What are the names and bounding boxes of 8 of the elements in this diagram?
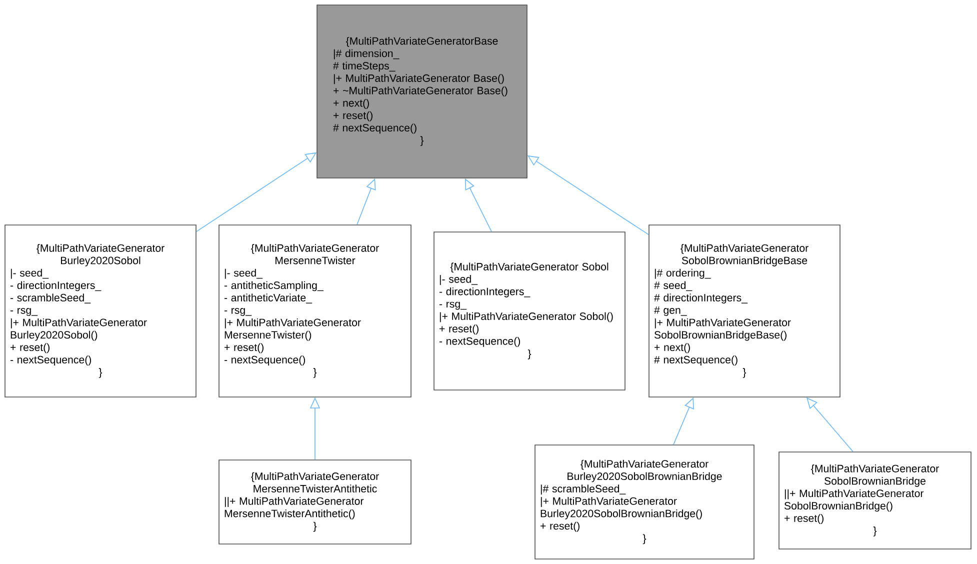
class-box: {MultiPathVariateGenerator MersenneTwister |- seed_ - antitheticSampling_ - antitheticVariate_ - rsg_ |+ MultiPathVariateGenerator MersenneTwister() + reset() - nextSequence() } <box>218 224 412 398</box>
class-box: {MultiPathVariateGenerator Sobol |- seed_ - directionIntegers_ - rsg_ |+ MultiPathVariateGenerator Sobol() + reset() - nextSequence() } <box>434 232 626 390</box>
class-box: {MultiPathVariateGenerator SobolBrownianBridge ||+ MultiPathVariateGenerator SobolBrownianBridge() + reset() } <box>778 452 972 550</box>
class-box: {MultiPathVariateGenerator SobolBrownianBridgeBase |# ordering_ # seed_ # directionIntegers_ # gen_ |+ MultiPathVariateGenerator SobolBrownianBridgeBase() + next() # nextSequence() } <box>648 224 840 398</box>
class-box: {MultiPathVariateGenerator Burley2020SobolBrownianBridge |# scrambleSeed_ |+ MultiPathVariateGenerator Burley2020SobolBrownianBridge() + reset() } <box>534 444 754 560</box>
class-box: {MultiPathVariateGenerator MersenneTwisterAntithetic ||+ MultiPathVariateGenerator MersenneTwisterAntithetic() } <box>218 460 412 544</box>
class-box: {MultiPathVariateGeneratorBase |# dimension_ # timeSteps_ |+ MultiPathVariateGenerator Base() + ~MultiPathVariateGenerator Base() + next() + reset() # nextSequence() } <box>316 4 528 178</box>
class-box: {MultiPathVariateGenerator Burley2020Sobol |- seed_ - directionIntegers_ - scrambleSeed_ - rsg_ |+ MultiPathVariateGenerator Burley2020Sobol() + reset() - nextSequence() } <box>4 224 196 398</box>
